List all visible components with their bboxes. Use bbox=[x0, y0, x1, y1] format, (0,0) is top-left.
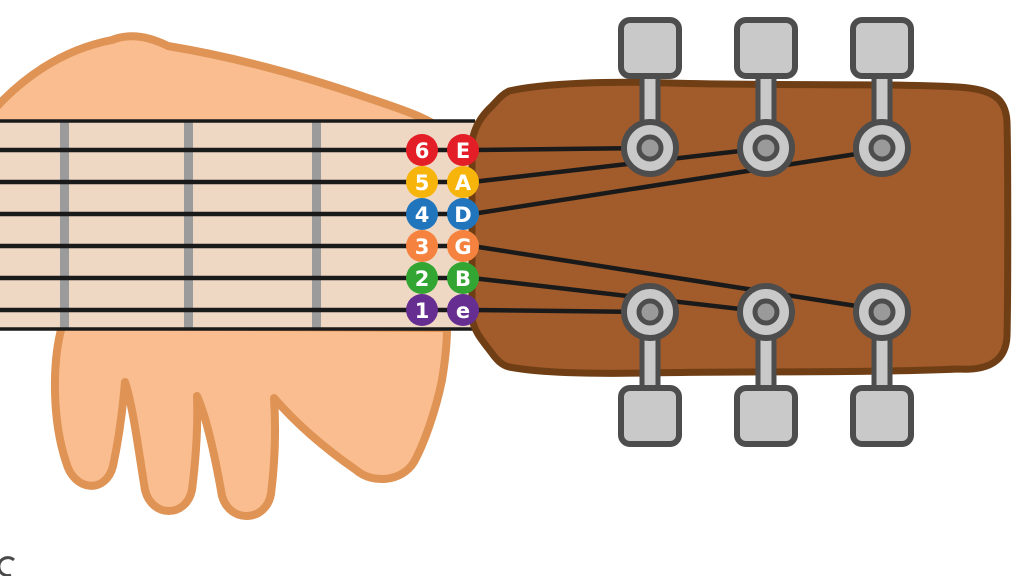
fret-wire bbox=[312, 122, 321, 328]
fret-wire bbox=[184, 122, 193, 328]
neck-strings bbox=[0, 147, 477, 313]
string-6-number-badge: 6 bbox=[406, 134, 438, 166]
badge-circle bbox=[447, 166, 479, 198]
string-1-headstock-line bbox=[469, 307, 653, 315]
badge-label: 3 bbox=[415, 235, 430, 259]
tuner-shaft bbox=[755, 331, 777, 391]
badge-label: 6 bbox=[415, 139, 430, 163]
string-5-note-badge: A bbox=[447, 166, 479, 198]
string-1-note-badge: e bbox=[447, 294, 479, 326]
tuner-shaft bbox=[871, 69, 893, 129]
tuner-post bbox=[868, 134, 896, 162]
badge-circle bbox=[406, 230, 438, 262]
headstock bbox=[468, 78, 1012, 377]
string-2-number-badge: 2 bbox=[406, 262, 438, 294]
watermark-fragment bbox=[0, 556, 16, 576]
badge-label: A bbox=[455, 171, 472, 195]
string-1-number-badge: 1 bbox=[406, 294, 438, 326]
fret-wire bbox=[60, 122, 69, 328]
tuner-shaft bbox=[871, 331, 893, 391]
badge-circle bbox=[406, 134, 438, 166]
string-4-headstock-line bbox=[469, 147, 885, 217]
badge-label: 5 bbox=[415, 171, 430, 195]
badge-label: 4 bbox=[415, 203, 430, 227]
badge-label: E bbox=[456, 139, 470, 163]
tuner-top-left bbox=[618, 17, 682, 177]
tuner-knob bbox=[850, 385, 914, 447]
string-4-note-badge: D bbox=[447, 198, 479, 230]
fretboard bbox=[0, 120, 476, 330]
badge-label: 2 bbox=[415, 267, 430, 291]
badge-label: D bbox=[454, 203, 471, 227]
tuner-post bbox=[752, 134, 780, 162]
tuner-post bbox=[636, 134, 664, 162]
string-6-headstock-line bbox=[469, 145, 653, 153]
tuner-knob bbox=[618, 385, 682, 447]
string-4-number-badge: 4 bbox=[406, 198, 438, 230]
badge-circle bbox=[447, 230, 479, 262]
badge-circle bbox=[447, 262, 479, 294]
string-3-headstock-line bbox=[469, 243, 885, 313]
badge-circle bbox=[406, 198, 438, 230]
string-3-number-badge: 3 bbox=[406, 230, 438, 262]
badge-label: B bbox=[455, 267, 471, 291]
badge-circle bbox=[447, 198, 479, 230]
string-6-note-badge: E bbox=[447, 134, 479, 166]
tuner-knob bbox=[734, 385, 798, 447]
string-5-headstock-line bbox=[469, 145, 769, 185]
badge-circle bbox=[406, 294, 438, 326]
tuner-bottom-middle bbox=[734, 283, 798, 447]
hand-fingers bbox=[50, 322, 451, 520]
tuner-post bbox=[752, 298, 780, 326]
tuner-bottom-left bbox=[618, 283, 682, 447]
badge-circle bbox=[447, 134, 479, 166]
tuner-shaft bbox=[755, 69, 777, 129]
string-badges: 6 E 5 A 4 D 3 G bbox=[406, 134, 479, 326]
tuner-knob bbox=[734, 17, 798, 79]
string-2-note-badge: B bbox=[447, 262, 479, 294]
badge-circle bbox=[447, 294, 479, 326]
tuner-knob bbox=[618, 17, 682, 79]
badge-circle bbox=[406, 262, 438, 294]
string-3-note-badge: G bbox=[447, 230, 479, 262]
tuner-top-right bbox=[850, 17, 914, 177]
tuner-shaft bbox=[639, 69, 661, 129]
string-2-headstock-line bbox=[469, 275, 769, 315]
tuner-knob bbox=[850, 17, 914, 79]
tuner-post bbox=[868, 298, 896, 326]
tuner-bottom-right bbox=[850, 283, 914, 447]
tuner-shaft bbox=[639, 331, 661, 391]
badge-label: e bbox=[456, 299, 470, 323]
tuner-top-middle bbox=[734, 17, 798, 177]
badge-circle bbox=[406, 166, 438, 198]
string-5-number-badge: 5 bbox=[406, 166, 438, 198]
tuner-post bbox=[636, 298, 664, 326]
badge-label: 1 bbox=[415, 299, 430, 323]
badge-label: G bbox=[454, 235, 471, 259]
headstock-strings bbox=[469, 145, 885, 315]
